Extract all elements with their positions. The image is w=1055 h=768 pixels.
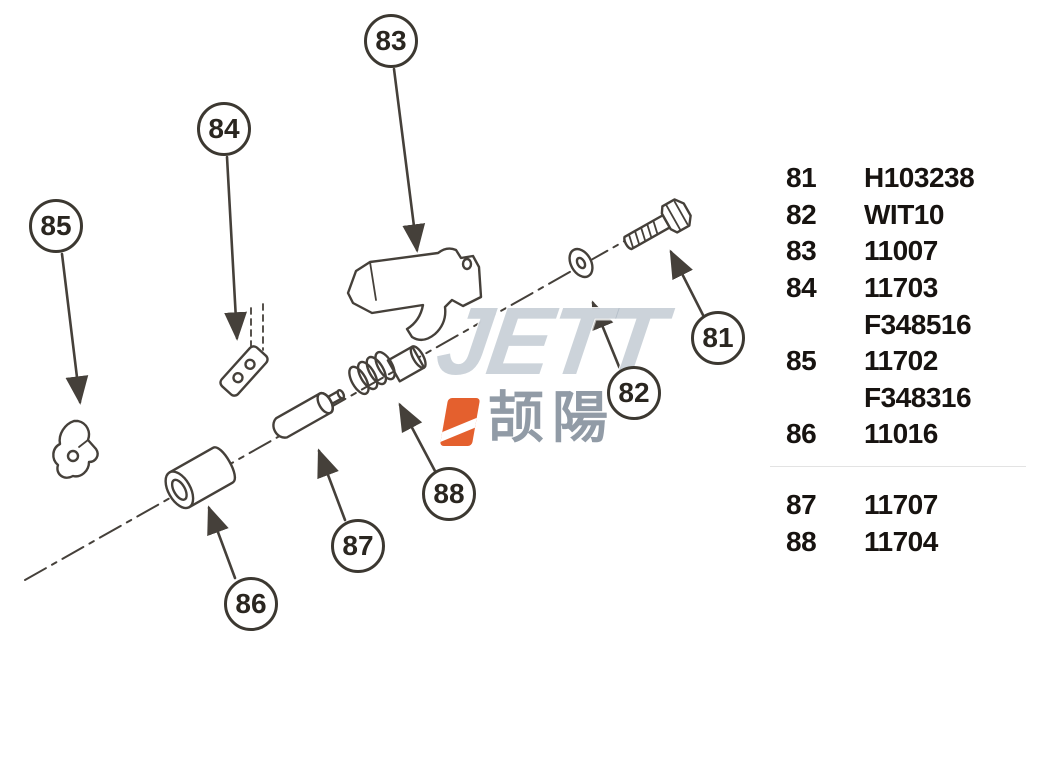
parts-list: 81 H103238 82 WIT10 83 11007 84 11703 F3… [786, 160, 1036, 560]
arrow-85 [60, 252, 89, 405]
part-number: F348516 [864, 308, 972, 340]
callout-arrows [60, 67, 705, 580]
callout-82: 82 [607, 366, 661, 420]
spring-part [348, 350, 396, 396]
arrow-84 [224, 155, 248, 341]
part-number: 11704 [864, 525, 938, 557]
parts-list-row: 87 11707 [786, 487, 1036, 524]
part-ref: 85 [786, 345, 817, 377]
callout-86: 86 [224, 577, 278, 631]
part-ref: 87 [786, 489, 817, 521]
parts-list-divider [770, 466, 1026, 467]
parts-list-row: F348316 [786, 380, 1036, 417]
arrow-88 [398, 402, 437, 473]
callout-87: 87 [331, 519, 385, 573]
callout-88: 88 [422, 467, 476, 521]
callout-84: 84 [197, 102, 251, 156]
arrow-82 [591, 300, 622, 371]
callout-85: 85 [29, 199, 83, 253]
bracket-part [346, 247, 483, 342]
parts-list-row: 81 H103238 [786, 160, 1036, 197]
part-ref: 88 [786, 525, 817, 557]
callout-82-label: 82 [618, 377, 650, 408]
arrow-81 [669, 249, 705, 317]
parts-list-row: F348516 [786, 306, 1036, 343]
plate-part [219, 345, 269, 397]
callout-81-label: 81 [702, 322, 734, 353]
arrow-83 [392, 67, 426, 253]
part-number: 11007 [864, 235, 938, 267]
parts-list-row: 86 11016 [786, 416, 1036, 453]
bushing-part [164, 446, 236, 510]
part-number: 11702 [864, 345, 938, 377]
parts-list-row: 85 11702 [786, 343, 1036, 380]
part-ref: 82 [786, 198, 817, 230]
callout-85-label: 85 [40, 210, 72, 241]
washer-part [568, 247, 594, 279]
callout-81: 81 [691, 311, 745, 365]
lever-part [52, 419, 99, 479]
part-ref: 83 [786, 235, 817, 267]
part-ref: 86 [786, 418, 817, 450]
callout-86-label: 86 [235, 588, 267, 619]
part-ref: 84 [786, 272, 817, 304]
bolt-part [623, 198, 692, 251]
part-number: 11016 [864, 418, 938, 450]
parts-list-row: 82 WIT10 [786, 197, 1036, 234]
part-number: WIT10 [864, 198, 944, 230]
part-number: 11707 [864, 489, 938, 521]
callout-87-label: 87 [342, 530, 374, 561]
arrow-86 [207, 505, 237, 580]
arrow-87 [317, 448, 347, 522]
callout-88-label: 88 [433, 478, 465, 509]
parts-list-row: 88 11704 [786, 523, 1036, 560]
parts-list-row: 84 11703 [786, 270, 1036, 307]
callout-83: 83 [364, 14, 418, 68]
part-ref: 81 [786, 162, 817, 194]
part-number: F348316 [864, 381, 972, 413]
callout-83-label: 83 [375, 25, 407, 56]
part-number: H103238 [864, 162, 975, 194]
parts-list-row: 83 11007 [786, 233, 1036, 270]
pin-part [272, 388, 346, 439]
part-number: 11703 [864, 272, 938, 304]
callout-84-label: 84 [208, 113, 240, 144]
centerline [24, 220, 661, 581]
